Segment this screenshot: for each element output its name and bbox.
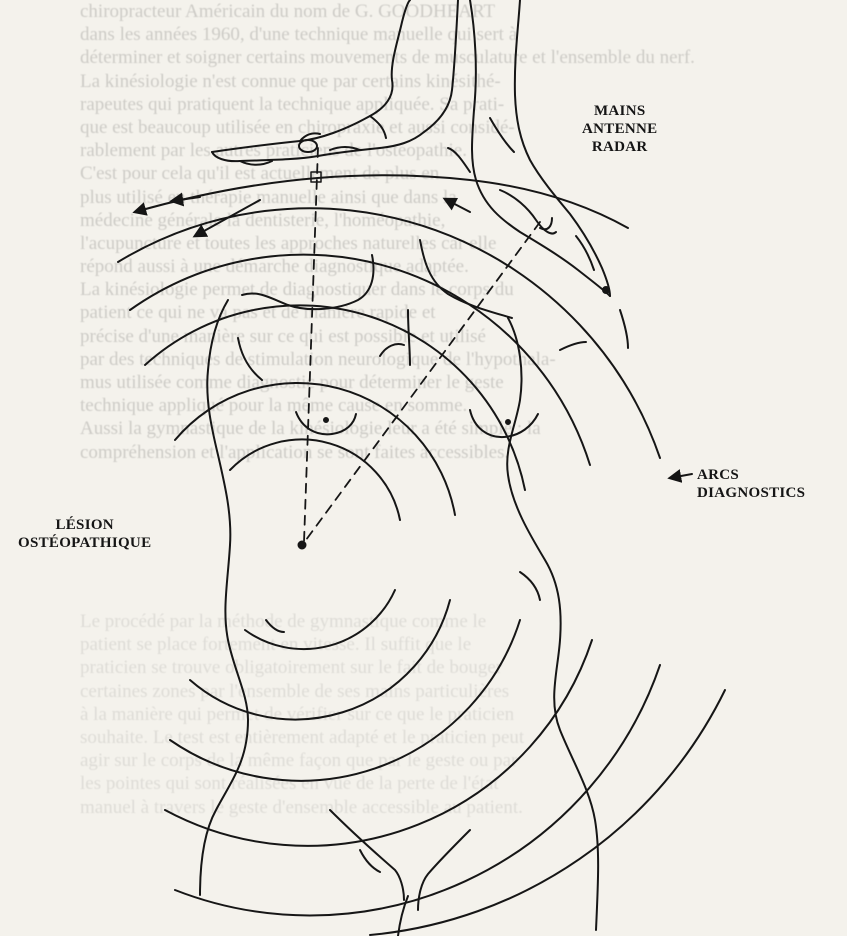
upper-hand-drawing [212,0,458,165]
diagnostic-arc-5 [118,208,660,458]
dashed-diagonal-line [303,222,540,544]
label-arcs-diagnostics: ARCS DIAGNOSTICS [697,466,805,502]
diagnostic-arc-2-lower [190,600,450,719]
diagnostic-arc-3 [145,305,525,490]
arc-arrow-mid-right [445,199,470,212]
label-lesion-osteopathique: LÉSION OSTÉOPATHIQUE [18,516,151,552]
lesion-point [299,542,306,549]
diagnostic-arc-1 [230,439,400,520]
label-mains-antenne-radar: MAINS ANTENNE RADAR [582,102,657,156]
arc-arrow-left-end [195,200,260,236]
label-line: ARCS [697,466,805,484]
label-line: RADAR [582,138,657,156]
body-torso-drawing [200,240,628,936]
label-line: OSTÉOPATHIQUE [18,534,151,552]
arcs-label-arrow [670,474,692,478]
diagnostic-arc-4-lower [165,640,592,846]
dashed-vertical-line [304,148,318,542]
label-line: ANTENNE [582,120,657,138]
label-line: MAINS [582,102,657,120]
diagnostic-arc-3-lower [170,620,520,781]
arc-arrow-mid-left [172,197,200,201]
label-line: LÉSION [18,516,151,534]
diagnostic-arc-1-lower [245,590,395,649]
top-arrowed-arc [135,175,628,228]
label-line: DIAGNOSTICS [697,484,805,502]
